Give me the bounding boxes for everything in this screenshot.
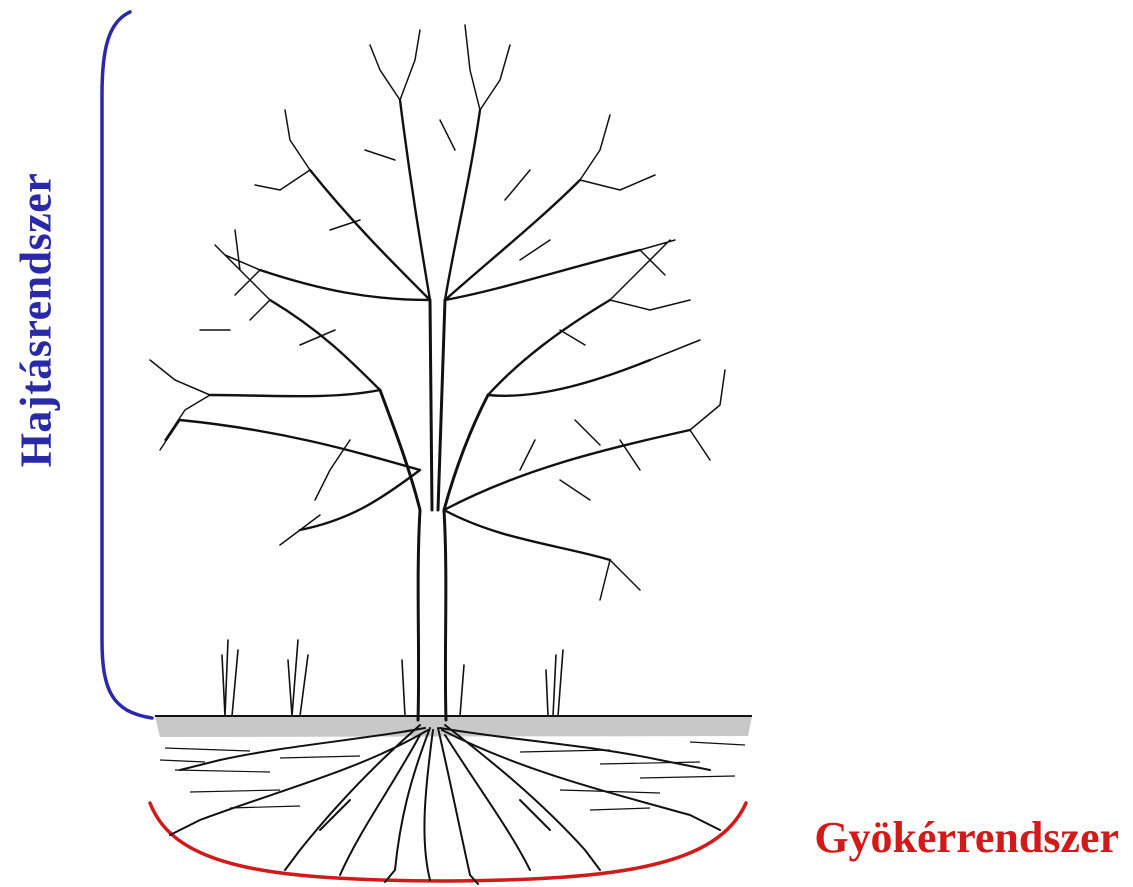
soil-hatching: [160, 742, 745, 810]
twigs: [150, 25, 725, 600]
root-system-label: Gyökérrendszer: [814, 812, 1119, 863]
shoot-system-bracket: [102, 12, 152, 718]
ground-shoots: [222, 640, 563, 716]
roots: [170, 725, 720, 884]
shoot-system-label: Hajtásrendszer: [11, 173, 62, 468]
tree-illustration: [150, 25, 725, 884]
main-branches: [180, 100, 690, 560]
tree-trunk: [380, 300, 488, 720]
root-system-bracket: [150, 803, 746, 881]
